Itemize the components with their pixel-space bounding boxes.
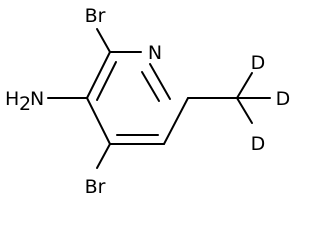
bond-c2-br bbox=[96, 28, 111, 53]
bond-lines bbox=[47, 28, 271, 169]
atom-label-bromine-bottom: Br bbox=[85, 176, 106, 198]
amine-subscript-2: 2 bbox=[19, 93, 31, 115]
bond-c4-br bbox=[96, 143, 111, 169]
bond-c-d3 bbox=[236, 97, 253, 124]
bond-n1-c6-double-b bbox=[141, 71, 160, 102]
bond-c2-c3-double-b bbox=[96, 61, 117, 101]
atom-label-bromine-top: Br bbox=[85, 5, 106, 27]
atom-label-deuterium-2: D bbox=[276, 88, 291, 110]
bond-c5-c6 bbox=[163, 97, 189, 145]
atom-label-deuterium-3: D bbox=[251, 133, 266, 155]
atom-labels: N Br H N 2 Br D D D bbox=[5, 5, 290, 198]
bond-c3-c4 bbox=[86, 97, 111, 145]
atom-label-deuterium-1: D bbox=[251, 52, 266, 74]
bond-c2-c3-double-a bbox=[86, 51, 111, 99]
atom-label-ring-nitrogen: N bbox=[148, 42, 162, 64]
chemical-structure-diagram: N Br H N 2 Br D D D bbox=[5, 5, 290, 198]
atom-label-amine-nitrogen: N bbox=[30, 88, 44, 110]
bond-n1-c6-double-a bbox=[149, 63, 171, 100]
atom-label-amine-hydrogen: H bbox=[5, 88, 19, 110]
bond-c-d1 bbox=[236, 72, 253, 99]
